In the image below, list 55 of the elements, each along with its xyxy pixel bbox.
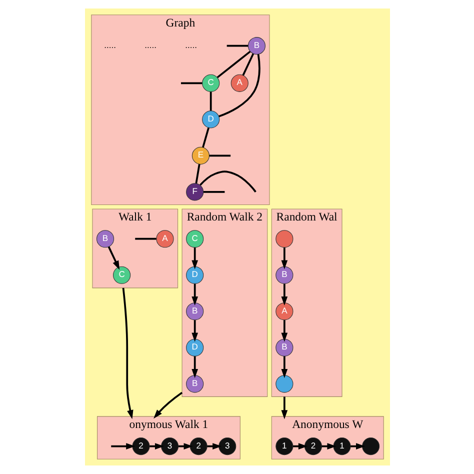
node-circle: B bbox=[247, 37, 265, 55]
arrow bbox=[122, 288, 133, 420]
node-circle: 2 bbox=[132, 437, 150, 456]
arrow bbox=[191, 284, 198, 306]
label: ..... bbox=[184, 40, 197, 50]
arrow bbox=[280, 320, 288, 342]
arrow bbox=[153, 392, 182, 419]
node-circle: B bbox=[186, 302, 204, 320]
connector bbox=[199, 170, 256, 192]
node-circle: B bbox=[186, 375, 204, 393]
node-circle: 1 bbox=[332, 437, 350, 456]
arrow bbox=[110, 443, 135, 450]
arrow bbox=[280, 284, 288, 306]
node-circle: 2 bbox=[304, 437, 322, 456]
node-circle: 1 bbox=[275, 437, 293, 456]
node-circle: D bbox=[202, 110, 220, 128]
node-circle: E bbox=[191, 146, 209, 164]
label: ..... bbox=[104, 40, 116, 50]
node-circle: B bbox=[96, 230, 114, 248]
arrow bbox=[107, 246, 120, 270]
node-circle bbox=[362, 437, 380, 456]
connector bbox=[208, 154, 230, 157]
arrow bbox=[191, 356, 198, 378]
node-circle: B bbox=[275, 266, 293, 284]
connector bbox=[242, 53, 254, 76]
node-circle: C bbox=[186, 230, 204, 248]
arrow bbox=[191, 248, 198, 270]
connector bbox=[218, 54, 260, 118]
arrow bbox=[280, 356, 288, 378]
connector bbox=[216, 50, 250, 78]
arrow bbox=[280, 248, 288, 270]
node-circle: C bbox=[112, 266, 130, 284]
node-circle: 2 bbox=[189, 437, 207, 456]
connector bbox=[209, 92, 212, 111]
node-circle: F bbox=[186, 183, 204, 201]
node-circle bbox=[275, 375, 293, 393]
connector bbox=[202, 128, 209, 148]
node-circle: A bbox=[230, 74, 248, 92]
node-circle: D bbox=[186, 266, 204, 284]
connector bbox=[202, 191, 224, 193]
node-circle: A bbox=[156, 230, 174, 248]
arrow bbox=[280, 396, 288, 420]
connector bbox=[226, 44, 248, 47]
arrow bbox=[191, 320, 198, 342]
node-circle: C bbox=[202, 74, 220, 92]
node-circle: A bbox=[275, 302, 293, 320]
node-circle: 3 bbox=[218, 437, 236, 456]
label: ..... bbox=[144, 40, 156, 50]
connector bbox=[180, 82, 202, 84]
connector bbox=[194, 164, 200, 184]
node-circle: B bbox=[275, 338, 293, 356]
node-circle: 3 bbox=[160, 437, 178, 456]
node-circle: D bbox=[186, 338, 204, 356]
connector bbox=[134, 238, 156, 240]
node-circle bbox=[275, 230, 293, 248]
